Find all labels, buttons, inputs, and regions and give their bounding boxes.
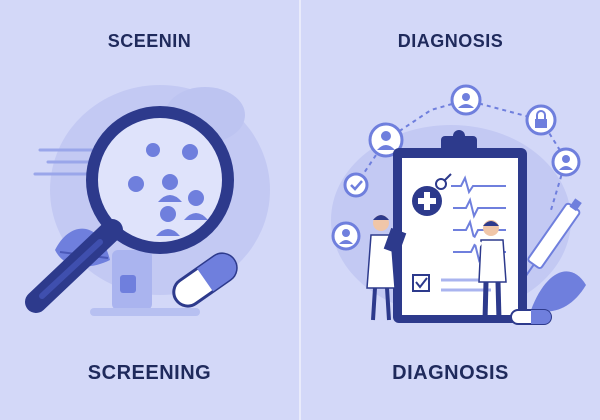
screening-bottom-title: SCREENING xyxy=(87,362,212,384)
screening-panel: SCEENIN xyxy=(0,0,299,420)
clipboard-icon xyxy=(393,130,527,323)
user-avatar-icon xyxy=(331,221,361,251)
heartbeat-lines xyxy=(451,175,506,263)
panel-divider xyxy=(299,0,301,420)
virus-icon xyxy=(128,143,198,192)
check-icon xyxy=(343,172,369,198)
gender-icon xyxy=(435,173,452,190)
user-avatar-icon xyxy=(450,84,482,116)
doctor-icon xyxy=(366,215,407,321)
diagnosis-bottom-title: DIAGNOSIS xyxy=(392,362,509,384)
lab-device-icon xyxy=(90,250,200,316)
syringe-icon xyxy=(524,198,582,277)
diagnosis-illustration xyxy=(331,84,586,325)
screening-top-title: SCEENIN xyxy=(107,31,192,51)
medical-cross-icon xyxy=(412,186,442,216)
diagnosis-top-title: DIAGNOSIS xyxy=(397,31,504,51)
leaf-icon xyxy=(531,271,586,312)
pill-capsule-icon xyxy=(510,309,552,325)
diagnosis-panel: DIAGNOSIS xyxy=(301,0,600,420)
user-avatar-icon xyxy=(368,122,404,158)
doctor-icon xyxy=(465,220,507,321)
lock-icon xyxy=(525,104,557,136)
person-icon xyxy=(156,174,208,236)
checkbox-icon xyxy=(412,274,430,292)
pill-capsule-icon xyxy=(172,252,238,308)
screening-illustration xyxy=(25,85,270,316)
user-avatar-icon xyxy=(551,147,581,177)
